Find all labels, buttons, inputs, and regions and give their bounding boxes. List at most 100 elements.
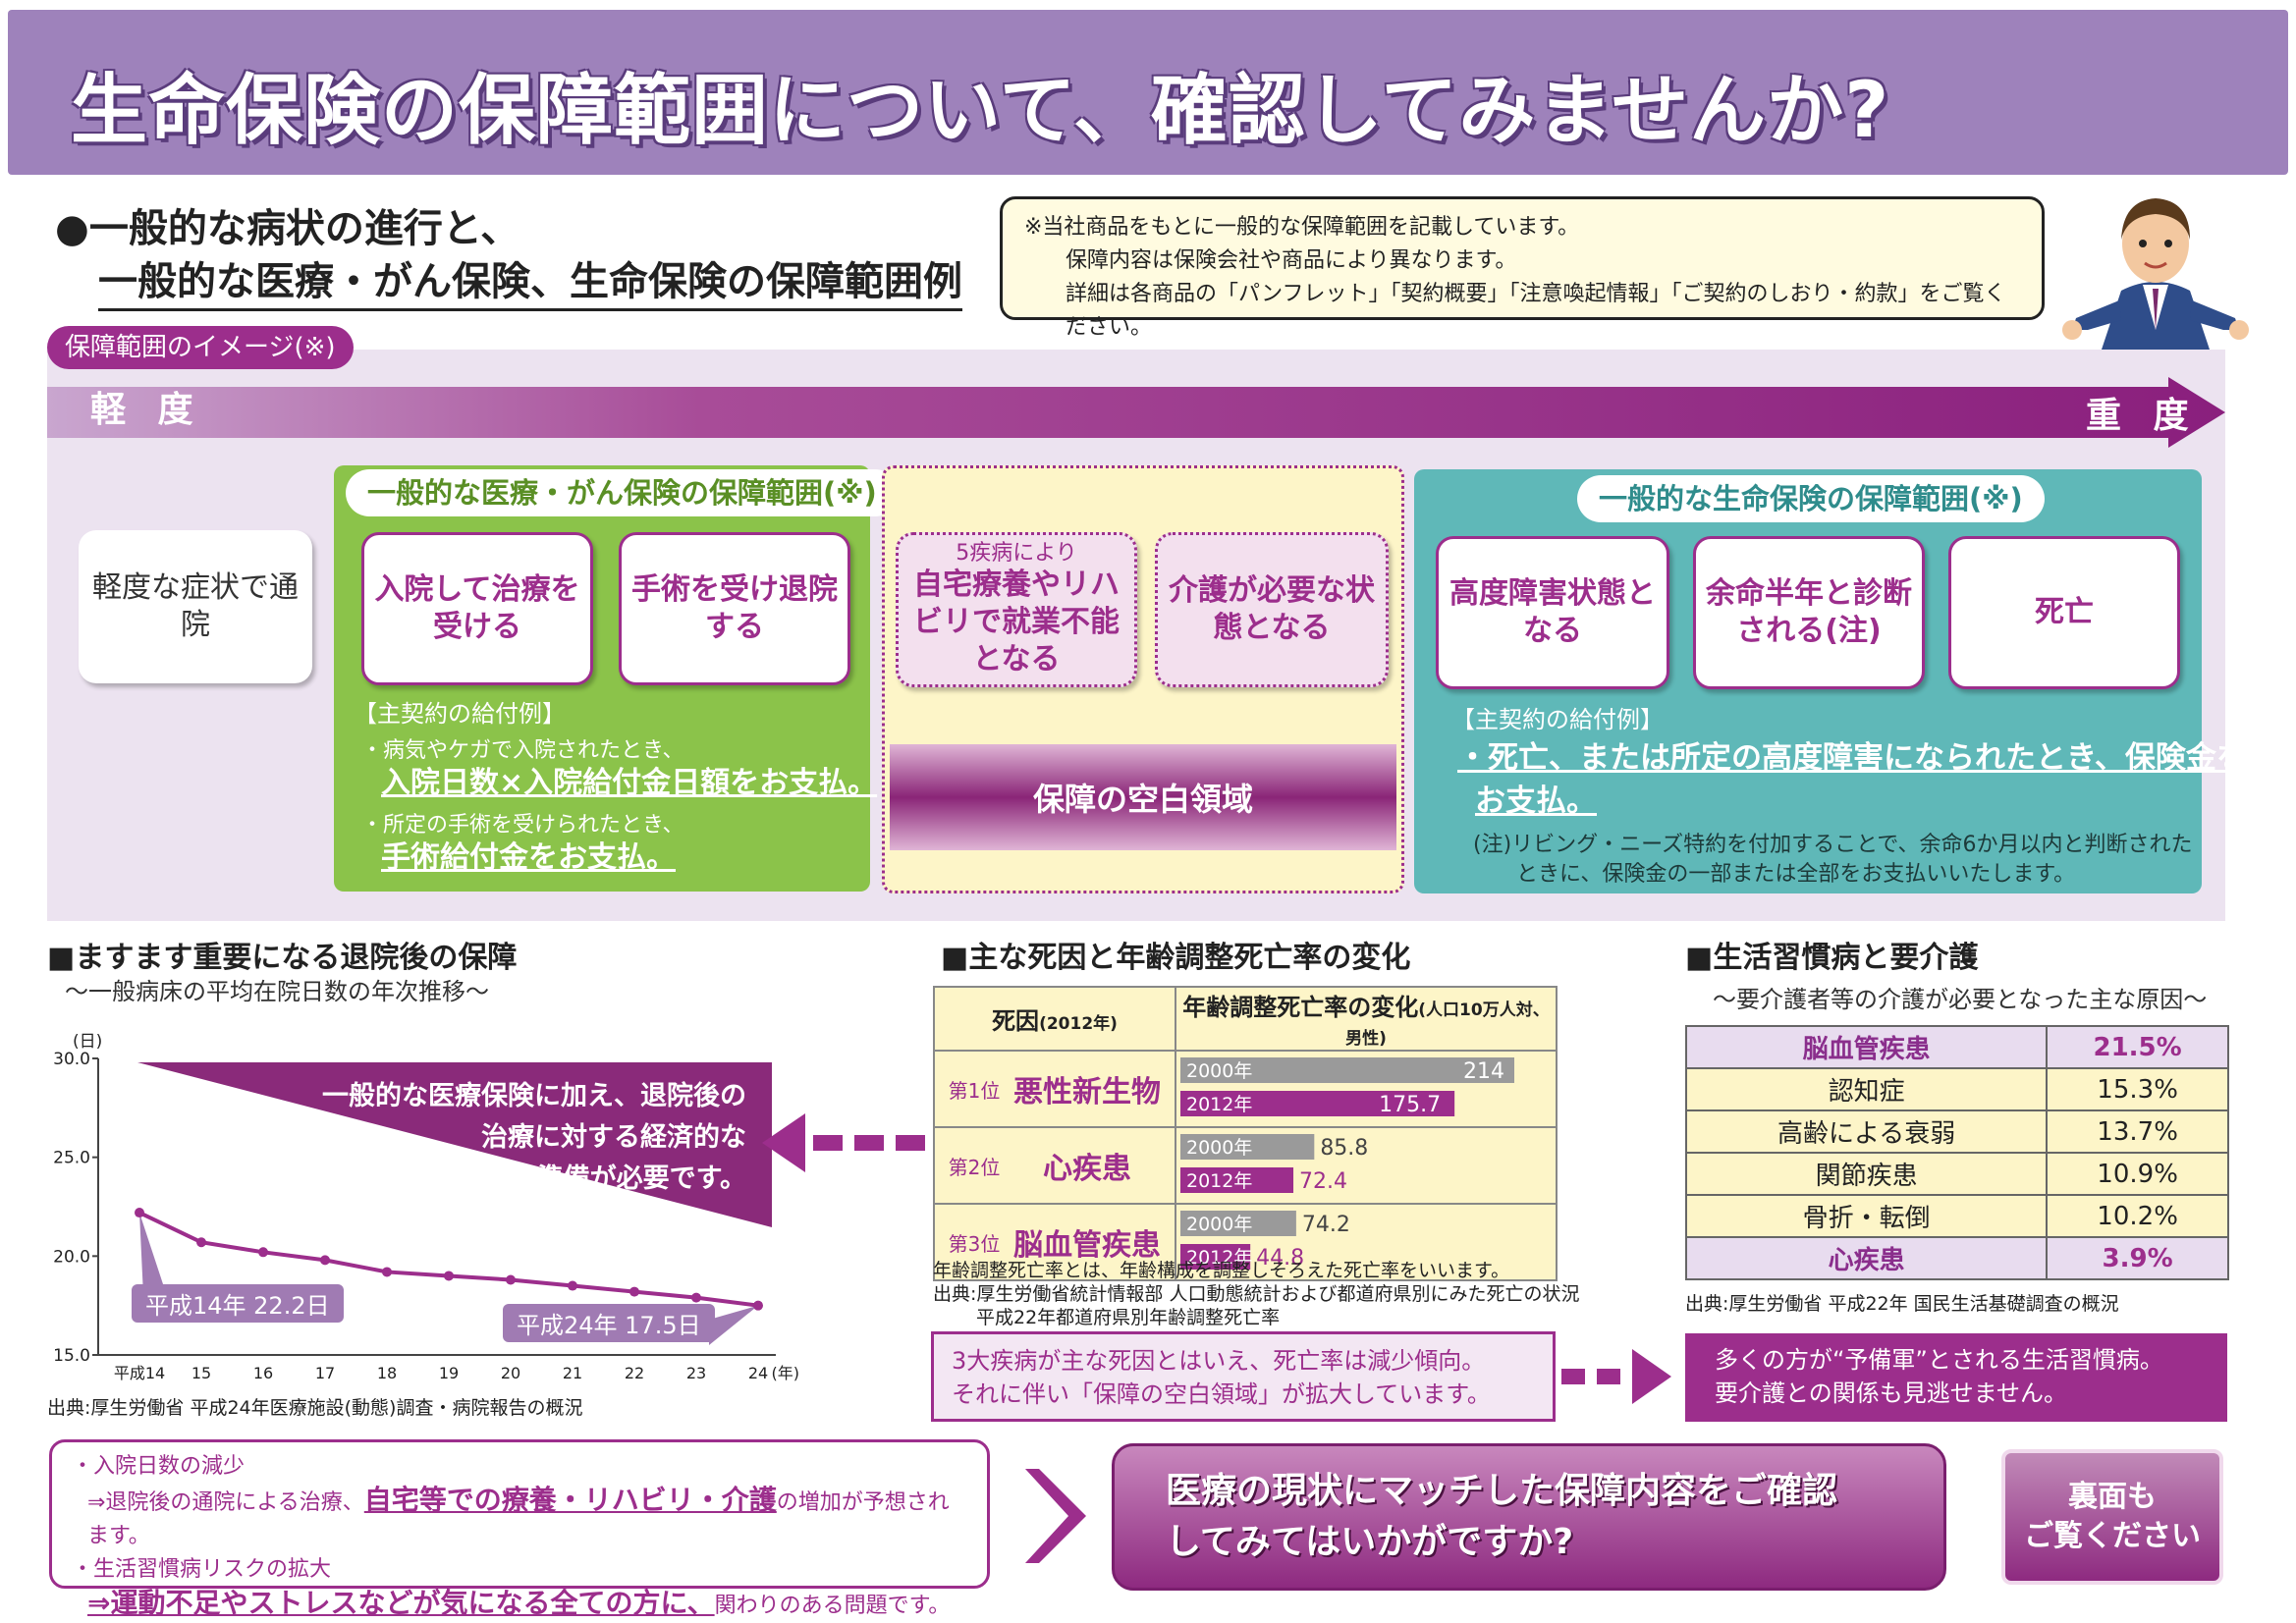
- x-tick-label: 22: [625, 1364, 644, 1382]
- page-header: 生命保険の保障範囲について、確認してみませんか?: [8, 10, 2288, 175]
- hospital-message-line: 一般的な医療保険に加え、退院後の: [322, 1081, 746, 1111]
- y-tick-label: 15.0: [53, 1346, 90, 1366]
- cta-line: 医療の現状にマッチした保障内容をご確認: [1166, 1471, 1838, 1511]
- death-col1-small: (2012年): [1039, 1014, 1118, 1034]
- x-tick-label: 20: [501, 1364, 520, 1382]
- care-cause: 脳血管疾患: [1684, 1025, 2049, 1069]
- life-benefit-1a: ・死亡、または所定の高度障害になられたとき、保険金を: [1457, 740, 2247, 776]
- stage-home-care-small: 5疾病により: [956, 541, 1077, 566]
- hospital-section-title: ■ますます重要になる退院後の保障: [47, 941, 518, 975]
- section-heading-2: 一般的な医療・がん保険、生命保険の保障範囲例: [98, 255, 962, 311]
- disclaimer-note: ※当社商品をもとに一般的な保障範囲を記載しています。 保障内容は保険会社や商品に…: [1000, 196, 2045, 340]
- care-pct: 10.2%: [2046, 1194, 2229, 1238]
- care-cause: 認知症: [1684, 1067, 2049, 1111]
- note-line: 詳細は各商品の「パンフレット」「契約概要」「注意喚起情報」「ご契約のしおり・約款…: [1066, 282, 2006, 340]
- hospital-message: 一般的な医療保険に加え、退院後の 治療に対する経済的な 準備が必要です。: [304, 1076, 746, 1200]
- bar-2012: [1180, 1244, 1251, 1270]
- stage-surgery: 手術を受け退院する: [619, 532, 850, 685]
- death-col1: 死因: [992, 1007, 1040, 1035]
- medical-benefit-1: 入院日数×入院給付金日額をお支払。: [381, 766, 878, 800]
- y-tick-label: 20.0: [53, 1247, 90, 1267]
- stage-death: 死亡: [1948, 536, 2180, 689]
- x-tick-label: 15: [191, 1364, 211, 1382]
- value-label-2000: 214: [1463, 1059, 1504, 1084]
- lifestyle-message-line: 多くの方が“予備軍”とされる生活習慣病。: [1715, 1346, 2163, 1374]
- year-label-2012: 2012年: [1186, 1170, 1252, 1192]
- coverage-gap-label: 保障の空白領域: [890, 744, 1396, 850]
- value-label-2012: 44.8: [1256, 1246, 1304, 1271]
- summary-line: の増加が予想されます。: [87, 1490, 950, 1548]
- data-point: [444, 1271, 454, 1281]
- hospital-section-subtitle: 〜一般病床の平均在院日数の年次推移〜: [65, 978, 489, 1005]
- x-tick-label: 17: [315, 1364, 335, 1382]
- value-label-2012: 175.7: [1379, 1093, 1441, 1117]
- data-point: [691, 1292, 701, 1303]
- summary-emphasis: 自宅等での療養・リハビリ・介護: [363, 1484, 777, 1516]
- death-message-line: それに伴い「保障の空白領域」が拡大しています。: [952, 1380, 1491, 1408]
- callout-pointer-start: [139, 1213, 167, 1296]
- data-point: [196, 1237, 206, 1248]
- see-reverse-line: ご覧ください: [2024, 1519, 2201, 1553]
- year-label-2000: 2000年: [1186, 1060, 1252, 1082]
- death-note-3: 平成22年都道府県別年齢調整死亡率: [976, 1307, 1281, 1328]
- summary-box: ・入院日数の減少 ⇒退院後の通院による治療、自宅等での療養・リハビリ・介護の増加…: [49, 1439, 990, 1619]
- heavy-severity-label: 重 度: [2086, 396, 2199, 436]
- stage-nursing-care: 介護が必要な状態となる: [1155, 532, 1389, 687]
- death-note-1: 年齢調整死亡率とは、年齢構成を調整しそろえた死亡率をいいます。: [933, 1260, 1510, 1281]
- care-cause: 心疾患: [1684, 1236, 2049, 1280]
- stage-home-care-label: 自宅療養やリハビリで就業不能となる: [913, 568, 1120, 676]
- death-col1-header: 死因(2012年): [933, 986, 1176, 1052]
- x-tick-label: 24: [748, 1364, 768, 1382]
- death-col2: 年齢調整死亡率の変化: [1182, 994, 1419, 1021]
- medical-benefit-label: 【主契約の給付例】: [354, 700, 566, 728]
- value-label-2000: 74.2: [1302, 1213, 1350, 1237]
- death-message-line: 3大疾病が主な死因とはいえ、死亡率は減少傾向。: [952, 1347, 1486, 1375]
- severity-arrow: [47, 377, 2225, 448]
- hospital-source: 出典:厚生労働省 平成24年医療施設(動態)調査・病院報告の概況: [47, 1397, 583, 1419]
- care-pct: 13.7%: [2046, 1109, 2229, 1154]
- summary-emphasis: ⇒運動不足やストレスなどが気になる全ての方に、: [87, 1587, 715, 1619]
- see-reverse-button[interactable]: 裏面も ご覧ください: [2001, 1449, 2223, 1585]
- cta-line: してみてはいかがですか?: [1166, 1522, 1574, 1562]
- medical-coverage-title: 一般的な医療・がん保険の保障範囲(※): [346, 469, 899, 516]
- x-tick-label: 18: [377, 1364, 397, 1382]
- death-col2-small: (人口10万人対、男性): [1345, 1001, 1550, 1049]
- y-tick-label: 30.0: [53, 1050, 90, 1069]
- life-note-a: (注)リビング・ニーズ特約を付加することで、余命6か月以内と判断された: [1473, 833, 2193, 857]
- bar-2012: [1180, 1091, 1455, 1116]
- lifestyle-source: 出典:厚生労働省 平成22年 国民生活基礎調査の概況: [1685, 1293, 2119, 1315]
- x-tick-label: 23: [686, 1364, 706, 1382]
- rank-label: 第2位: [948, 1155, 1001, 1179]
- data-point: [568, 1280, 577, 1291]
- stage-mild-outpatient: 軽度な症状で通院: [79, 530, 312, 683]
- section-heading-1: ●一般的な病状の進行と、: [55, 206, 520, 251]
- year-label-2012: 2012年: [1186, 1094, 1252, 1115]
- death-rate-bars: 2000年 2012年 214 175.7: [1180, 1057, 1514, 1117]
- cta-banner: 医療の現状にマッチした保障内容をご確認 してみてはいかがですか?: [1112, 1443, 1946, 1591]
- care-cause: 骨折・転倒: [1684, 1194, 2049, 1238]
- hospital-message-line: 準備が必要です。: [536, 1163, 746, 1194]
- callout-pointer-end: [709, 1305, 758, 1345]
- message-triangle: [137, 1062, 772, 1227]
- x-tick-label: 19: [439, 1364, 459, 1382]
- data-point: [382, 1267, 392, 1277]
- note-line: 保障内容は保険会社や商品により異なります。: [1066, 248, 1517, 273]
- x-tick-label: 16: [253, 1364, 273, 1382]
- value-label-2000: 85.8: [1320, 1136, 1368, 1161]
- rank-label: 第1位: [948, 1078, 1001, 1103]
- summary-line: ⇒退院後の通院による治療、: [87, 1490, 364, 1515]
- data-point: [258, 1247, 268, 1258]
- death-note-2: 出典:厚生労働省統計情報部 人口動態統計および都道府県別にみた死亡の状況: [933, 1283, 1580, 1305]
- bar-2000: [1180, 1134, 1315, 1160]
- hospital-message-line: 治療に対する経済的な: [481, 1122, 746, 1153]
